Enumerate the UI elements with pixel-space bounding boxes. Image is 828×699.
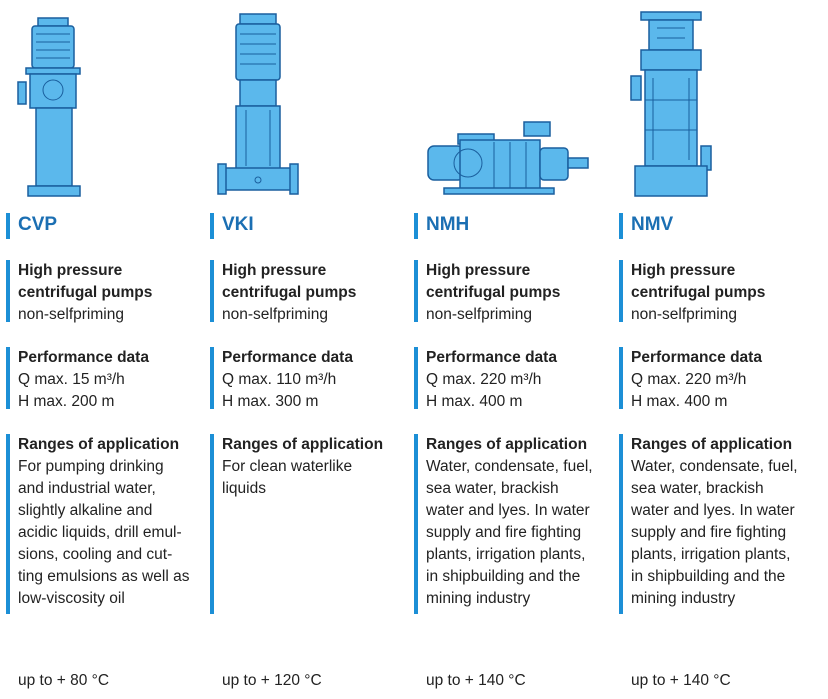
column-cvp: CVP High pressure centrifugal pumps non-… [6,0,206,699]
type-line-1: High pressure [222,262,327,279]
cvp-application-block: Ranges of application For pumping drinki… [6,434,208,614]
nmh-title-block: NMH [414,213,616,239]
type-line-1: High pressure [18,262,123,279]
nmv-type-block: High pressure centrifugal pumps non-self… [619,260,821,323]
h-max: H max. 300 m [222,393,319,410]
product-title: NMH [426,214,470,235]
column-vki: VKI High pressure centrifugal pumps non-… [210,0,410,699]
q-max: Q max. 110 m³/h [222,371,337,388]
product-title: NMV [631,214,674,235]
vki-application-block: Ranges of application For clean waterlik… [210,434,412,614]
q-max: Q max. 15 m³/h [18,371,125,388]
temperature: up to + 140 °C [631,672,731,689]
application-text: For pumping drinking and industrial wate… [18,458,190,607]
product-title: VKI [222,214,254,235]
nmh-type-block: High pressure centrifugal pumps non-self… [414,260,616,323]
q-max: Q max. 220 m³/h [631,371,747,388]
application-text: Water, condensate, fuel, sea water, brac… [631,458,798,607]
temperature: up to + 140 °C [426,672,526,689]
nmh-performance-block: Performance data Q max. 220 m³/h H max. … [414,347,616,410]
type-line-2: centrifugal pumps [631,284,766,301]
h-max: H max. 400 m [631,393,728,410]
vki-type-block: High pressure centrifugal pumps non-self… [210,260,412,323]
cvp-type-block: High pressure centrifugal pumps non-self… [6,260,208,323]
vki-performance-block: Performance data Q max. 110 m³/h H max. … [210,347,412,410]
vki-pump-illustration [217,13,299,195]
application-heading: Ranges of application [631,436,793,453]
type-sub: non-selfpriming [222,306,328,323]
h-max: H max. 400 m [426,393,523,410]
performance-heading: Performance data [222,349,353,366]
type-sub: non-selfpriming [18,306,124,323]
cvp-performance-block: Performance data Q max. 15 m³/h H max. 2… [6,347,208,410]
temperature: up to + 120 °C [222,672,322,689]
type-sub: non-selfpriming [631,306,737,323]
nmh-application-block: Ranges of application Water, condensate,… [414,434,616,614]
nmh-pump-illustration [427,121,589,195]
temperature: up to + 80 °C [18,672,110,689]
column-nmv: NMV High pressure centrifugal pumps non-… [619,0,819,699]
type-line-2: centrifugal pumps [426,284,561,301]
cvp-title-block: CVP [6,213,208,239]
type-line-2: centrifugal pumps [222,284,357,301]
nmv-application-block: Ranges of application Water, condensate,… [619,434,821,614]
column-nmh: NMH High pressure centrifugal pumps non-… [414,0,614,699]
h-max: H max. 200 m [18,393,115,410]
application-heading: Ranges of application [222,436,384,453]
nmv-title-block: NMV [619,213,821,239]
cvp-pump-illustration [17,17,81,197]
type-line-2: centrifugal pumps [18,284,153,301]
application-heading: Ranges of application [18,436,180,453]
application-text: For clean waterlike liquids [222,458,353,497]
performance-heading: Performance data [631,349,762,366]
nmv-performance-block: Performance data Q max. 220 m³/h H max. … [619,347,821,410]
nmv-pump-illustration [630,11,712,197]
q-max: Q max. 220 m³/h [426,371,542,388]
application-text: Water, condensate, fuel, sea water, brac… [426,458,593,607]
type-line-1: High pressure [631,262,736,279]
type-line-1: High pressure [426,262,531,279]
performance-heading: Performance data [426,349,557,366]
vki-title-block: VKI [210,213,412,239]
type-sub: non-selfpriming [426,306,532,323]
performance-heading: Performance data [18,349,149,366]
product-title: CVP [18,214,58,235]
application-heading: Ranges of application [426,436,588,453]
